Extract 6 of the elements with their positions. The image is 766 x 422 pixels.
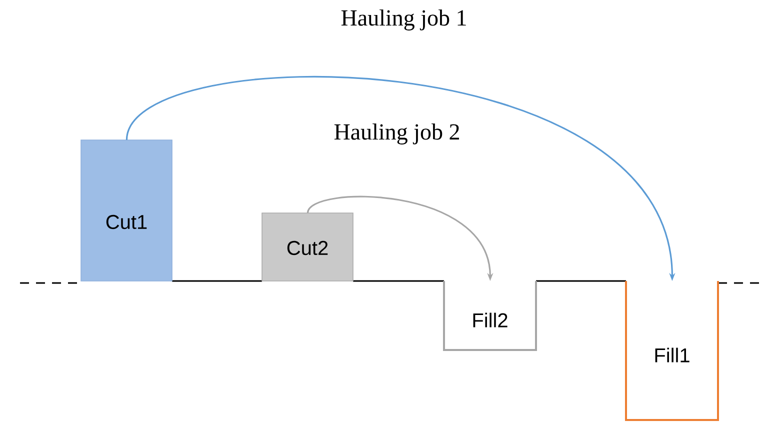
fill-pit: Fill1 — [625, 281, 719, 421]
edge-label: Hauling job 1 — [340, 8, 468, 32]
cut-block: Cut1 — [80, 140, 172, 282]
cut-block: Cut2 — [262, 212, 354, 282]
edge-label: Hauling job 2 — [332, 122, 462, 146]
fill-pit: Fill2 — [443, 281, 537, 351]
